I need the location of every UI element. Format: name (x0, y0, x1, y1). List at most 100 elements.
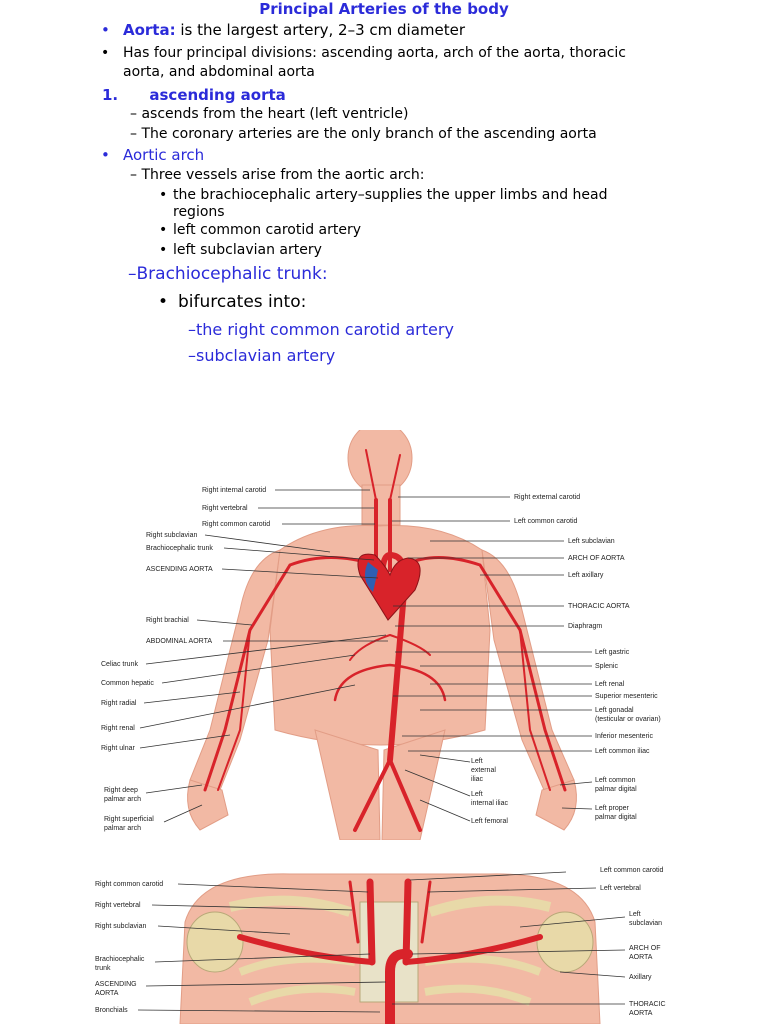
fig1-left-label: Right common carotid (202, 521, 270, 528)
bullet-icon: • (159, 242, 168, 258)
fig1-center-label: internal iliac (471, 800, 508, 807)
fig1-right-label: Left subclavian (568, 538, 615, 545)
fig1-right-label: Left gonadal (595, 707, 634, 714)
fig2-right-label: Left common carotid (600, 867, 664, 874)
bullet-icon: • (158, 292, 169, 312)
arch-item1-cont: regions (173, 204, 225, 220)
fig1-left-label: Right deep (104, 787, 138, 794)
fig2-right-label: Axillary (629, 974, 652, 981)
fig1-center-label: Left (471, 758, 483, 765)
fig1-right-label: Inferior mesenteric (595, 733, 653, 740)
ascending-heading: 1. ascending aorta (102, 86, 286, 104)
divisions-bullet: • Has four principal divisions: ascendin… (101, 45, 627, 61)
ascending-title: ascending aorta (149, 86, 286, 104)
bullet-icon: • (159, 187, 168, 203)
figure2-left-labels: Right common carotid Right vertebral Rig… (95, 881, 387, 1014)
full-body-artery-figure: Right internal carotid Right vertebral R… (101, 430, 661, 840)
arch-item1-text: the brachiocephalic artery–supplies the … (173, 187, 608, 203)
brachio-bullet-text: bifurcates into: (178, 292, 307, 312)
fig1-left-label: ASCENDING AORTA (146, 566, 213, 573)
fig2-right-label: AORTA (629, 954, 653, 961)
bullet-icon: • (159, 222, 168, 238)
fig1-right-label: Left common carotid (514, 518, 578, 525)
body-silhouette (187, 430, 577, 840)
ascending-line2: – The coronary arteries are the only bra… (130, 126, 597, 142)
fig1-left-label: Right vertebral (202, 505, 248, 512)
fig1-right-label: Diaphragm (568, 623, 602, 630)
figure1-center-labels: Left external iliac Left internal iliac … (404, 754, 508, 825)
arch-item3-text: left subclavian artery (173, 242, 322, 258)
fig1-left-label: ABDOMINAL AORTA (146, 638, 212, 645)
fig1-center-label: Left (471, 791, 483, 798)
fig1-left-label: Right radial (101, 700, 137, 707)
fig1-left-label: Common hepatic (101, 680, 154, 687)
thorax-artery-figure: Right common carotid Right vertebral Rig… (95, 867, 666, 1024)
arch-title: Aortic arch (123, 146, 205, 164)
fig1-left-label: Right renal (101, 725, 135, 732)
fig1-right-label: Left renal (595, 681, 625, 688)
fig1-left-label: Celiac trunk (101, 661, 138, 668)
fig2-right-label: subclavian (629, 920, 662, 927)
fig2-left-label: Right subclavian (95, 923, 146, 930)
fig1-left-label: palmar arch (104, 825, 141, 832)
bullet-icon: • (101, 45, 110, 61)
divisions-line1: Has four principal divisions: ascending … (123, 45, 627, 61)
arch-item1: • the brachiocephalic artery–supplies th… (159, 187, 608, 203)
fig1-center-label: external (471, 767, 496, 774)
fig1-right-label: Left proper (595, 805, 630, 812)
fig2-right-label: Left vertebral (600, 885, 641, 892)
fig1-right-label: Superior mesenteric (595, 693, 658, 700)
fig1-center-label: iliac (471, 776, 484, 783)
fig2-left-label: Brachiocephalic (95, 956, 145, 963)
fig1-left-label: Right ulnar (101, 745, 136, 752)
fig1-right-label: palmar digital (595, 814, 637, 821)
fig1-right-label: (testicular or ovarian) (595, 716, 661, 723)
arch-item2-text: left common carotid artery (173, 222, 362, 238)
fig2-right-label: Left (629, 911, 641, 918)
fig1-right-label: THORACIC AORTA (568, 603, 630, 610)
fig1-right-label: Left common (595, 777, 636, 784)
fig2-left-label: Right common carotid (95, 881, 163, 888)
brachio-heading: –Brachiocephalic trunk: (128, 264, 328, 284)
arch-line1: – Three vessels arise from the aortic ar… (130, 167, 425, 183)
fig1-center-label: Left femoral (471, 818, 508, 825)
ascending-number: 1. (102, 86, 119, 104)
figure1-right-labels: Right external carotid Left common carot… (392, 494, 661, 821)
fig1-left-label: Right internal carotid (202, 487, 266, 494)
ascending-line1: – ascends from the heart (left ventricle… (130, 106, 409, 122)
fig1-right-label: Left gastric (595, 649, 630, 656)
fig2-right-label: ARCH OF (629, 945, 661, 952)
figure2-right-labels: Left common carotid Left vertebral Left … (392, 867, 666, 1017)
arch-item3: • left subclavian artery (159, 242, 322, 258)
aorta-text: is the largest artery, 2–3 cm diameter (180, 21, 466, 39)
fig1-right-label: Right external carotid (514, 494, 580, 501)
fig2-left-label: Right vertebral (95, 902, 141, 909)
fig1-right-label: palmar digital (595, 786, 637, 793)
fig1-right-label: Splenic (595, 663, 618, 670)
bullet-icon: • (101, 21, 110, 39)
arch-item2: • left common carotid artery (159, 222, 362, 238)
page-title: Principal Arteries of the body (259, 0, 509, 18)
brachio-sub1: –the right common carotid artery (188, 320, 454, 339)
brachio-sub2: –subclavian artery (188, 346, 336, 365)
fig1-left-label: Right brachial (146, 617, 189, 624)
fig1-left-label: Brachiocephalic trunk (146, 545, 213, 552)
aorta-label: Aorta: (123, 21, 176, 39)
fig1-right-label: Left common iliac (595, 748, 650, 755)
aorta-bullet: • Aorta: is the largest artery, 2–3 cm d… (101, 21, 466, 39)
fig2-right-label: THORACIC (629, 1001, 666, 1008)
fig2-left-label: ASCENDING (95, 981, 137, 988)
fig2-left-label: trunk (95, 965, 111, 972)
fig1-right-label: ARCH OF AORTA (568, 555, 625, 562)
divisions-line2: aorta, and abdominal aorta (123, 64, 315, 80)
bullet-icon: • (101, 146, 110, 164)
heart-icon (357, 553, 421, 621)
fig1-left-label: Right superficial (104, 816, 154, 823)
fig1-left-label: palmar arch (104, 796, 141, 803)
figure1-left-labels: Right internal carotid Right vertebral R… (101, 487, 388, 832)
brachio-bullet: • bifurcates into: (158, 292, 307, 312)
fig2-right-label: AORTA (629, 1010, 653, 1017)
fig1-right-label: Left axillary (568, 572, 604, 579)
fig2-left-label: Bronchials (95, 1007, 128, 1014)
fig1-left-label: Right subclavian (146, 532, 197, 539)
